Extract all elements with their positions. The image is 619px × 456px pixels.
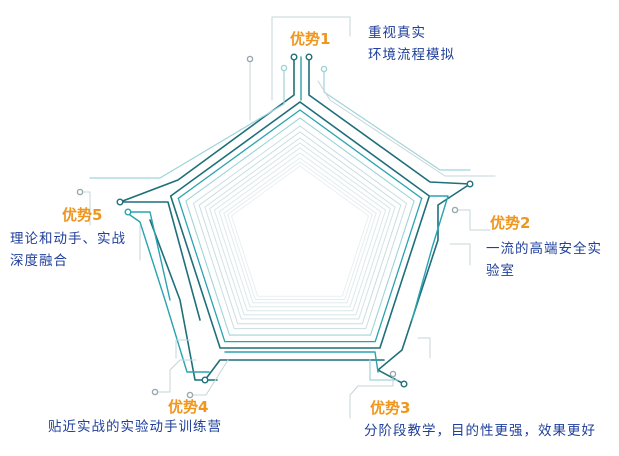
circuit-line-right-2 — [411, 195, 449, 321]
circuit-line-left-3 — [79, 191, 91, 226]
advantage-4-title: 优势4 — [168, 398, 209, 416]
advantage-1-description: 重视真实 环境流程模拟 — [368, 22, 455, 66]
circuit-lines — [79, 16, 496, 419]
circuit-line-top-8 — [89, 67, 285, 179]
pentagon-layer — [209, 142, 391, 316]
advantage-3-title: 优势3 — [370, 399, 411, 417]
circuit-line-bottom-right-1 — [349, 373, 394, 419]
pentagon-layer — [192, 125, 408, 330]
circuit-node — [400, 380, 408, 388]
advantage-1-line-2: 环境流程模拟 — [368, 47, 455, 63]
advantage-3-description: 分阶段教学，目的性更强，效果更好 — [364, 420, 596, 442]
circuit-line-right-4 — [449, 243, 471, 266]
circuit-node — [116, 198, 124, 206]
pentagon-layer — [227, 161, 373, 300]
circuit-node — [151, 388, 159, 396]
circuit-line-top-5 — [271, 16, 351, 37]
pentagon-layer — [198, 131, 402, 325]
circuit-node — [389, 370, 397, 378]
circuit-line-bottom-left-5 — [189, 359, 229, 396]
circuit-line-top-1 — [119, 56, 295, 203]
circuit-line-top-4 — [323, 68, 471, 171]
advantage-5-description: 理论和动手、实战 深度融合 — [10, 228, 126, 272]
circuit-node — [246, 55, 254, 63]
pentagon-layers — [169, 101, 431, 349]
circuit-line-bottom-left-3 — [154, 359, 197, 393]
advantage-1-line-1: 重视真实 — [368, 25, 426, 41]
circuit-line-top-2 — [308, 56, 471, 185]
pentagon-layer — [230, 165, 370, 297]
circuit-node — [201, 376, 209, 384]
pentagon-layer — [213, 147, 387, 312]
advantage-2-title: 优势2 — [490, 214, 531, 232]
advantage-4-description: 贴近实战的实验动手训练营 — [48, 416, 222, 438]
circuit-line-right-3 — [454, 209, 491, 231]
pentagon-layer — [218, 152, 382, 308]
circuit-node — [290, 53, 298, 61]
advantage-1-title: 优势1 — [290, 30, 331, 48]
circuit-line-bottom-right-2 — [204, 359, 385, 381]
circuit-node — [466, 180, 474, 188]
circuit-line-top-9 — [317, 80, 496, 177]
circuit-line-bottom-left-2 — [129, 214, 210, 373]
circuit-node — [451, 206, 459, 214]
circuit-line-left-1 — [119, 201, 201, 321]
circuit-node — [186, 391, 194, 399]
pentagon-layer — [177, 109, 423, 343]
advantage-5-line-1: 理论和动手、实战 — [10, 231, 126, 247]
advantage-4-line-1: 贴近实战的实验动手训练营 — [48, 419, 222, 435]
pentagon-layer — [223, 157, 377, 304]
circuit-line-right-1 — [377, 183, 471, 385]
circuit-node — [124, 208, 132, 216]
advantage-2-line-2: 验室 — [486, 263, 515, 279]
circuit-line-bottom-right-3 — [224, 351, 379, 373]
circuit-node — [305, 53, 313, 61]
circuit-line-bottom-right-4 — [369, 359, 399, 381]
circuit-nodes — [76, 53, 474, 399]
circuit-line-bottom-left-4 — [175, 339, 191, 359]
advantage-3-line-1: 分阶段教学，目的性更强，效果更好 — [364, 423, 596, 439]
circuit-node — [320, 65, 328, 73]
pentagon-layer — [204, 137, 396, 320]
circuit-node — [76, 188, 84, 196]
circuit-node — [280, 64, 288, 72]
circuit-line-left-2 — [127, 211, 171, 301]
advantage-5-line-2: 深度融合 — [10, 253, 68, 269]
pentagon-layer — [185, 117, 415, 336]
circuit-line-right-5 — [417, 337, 431, 359]
advantage-5-title: 优势5 — [62, 206, 103, 224]
advantage-2-description: 一流的高端安全实 验室 — [486, 238, 602, 282]
advantage-2-line-1: 一流的高端安全实 — [486, 241, 602, 257]
pentagon-layer — [169, 101, 431, 349]
